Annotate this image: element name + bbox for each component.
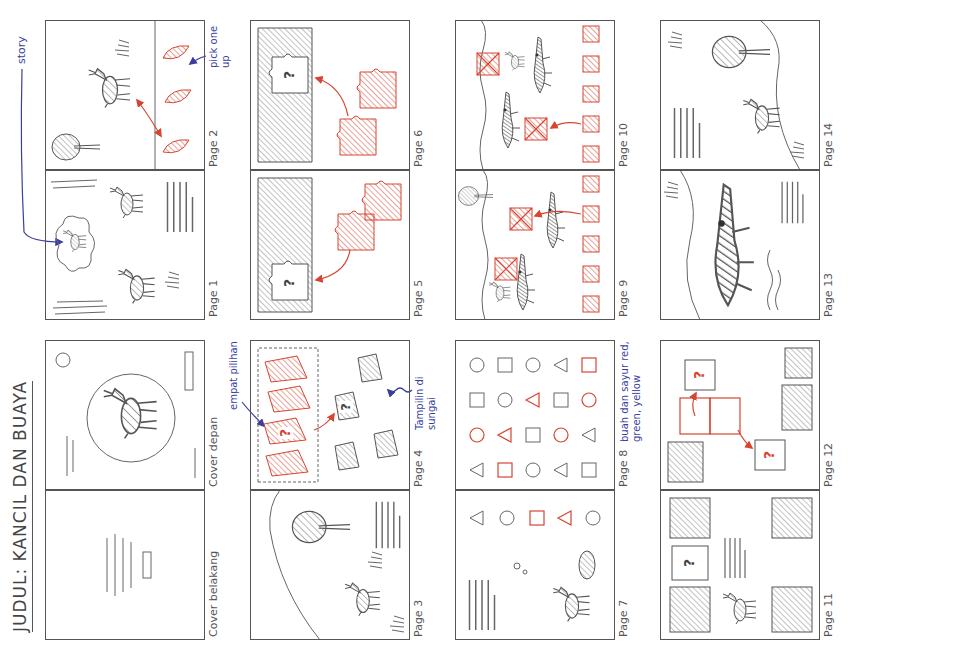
page-sketch: [470, 358, 596, 477]
question-mark: ?: [339, 401, 353, 413]
question-mark: ?: [762, 449, 777, 461]
question-mark: ?: [692, 369, 707, 381]
page-label: Page 9: [617, 280, 630, 317]
annotation-note: empat pilihan: [228, 341, 240, 410]
page-label: Page 12: [822, 443, 835, 487]
page-sketch: [668, 20, 804, 170]
page-panel: Page 13: [660, 170, 820, 320]
page-panel: Cover depan: [45, 340, 205, 490]
page-label: Page 8: [617, 450, 630, 487]
page-sketch: [258, 348, 398, 482]
page-sketch: [670, 498, 812, 632]
page-label: Page 4: [412, 450, 425, 487]
page-panel: Page 5: [250, 170, 410, 320]
page-sketch: [470, 511, 601, 630]
question-mark: ?: [682, 557, 697, 569]
page-label: Page 1: [207, 280, 220, 317]
page-panel: Cover belakang: [45, 490, 205, 640]
page-label: Page 10: [617, 123, 630, 167]
page-sketch: [51, 180, 193, 314]
page-sketch: [52, 20, 191, 170]
page-sketch: [477, 20, 599, 170]
page-sketch: [664, 170, 803, 320]
page-sketch: [458, 170, 599, 320]
page-panel: Page 7: [455, 490, 615, 640]
annotation-arrow: [190, 56, 206, 64]
question-mark: ?: [282, 277, 297, 289]
page-label: Cover depan: [207, 417, 220, 487]
page-panel: Page 2: [45, 20, 205, 170]
annotation-note: Tampilin di sungai: [414, 350, 438, 430]
page-panel: Page 10: [455, 20, 615, 170]
cover-back-sketch: [107, 534, 151, 596]
question-mark: ?: [278, 427, 293, 439]
cover-front-sketch: [56, 352, 195, 478]
page-panel: Page 6: [250, 20, 410, 170]
page-panel: Page 12: [660, 340, 820, 490]
storyboard-title: JUDUL: KANCIL DAN BUAYA: [10, 381, 33, 632]
page-label: Page 11: [822, 593, 835, 637]
page-panel: Page 9: [455, 170, 615, 320]
page-label: Page 5: [412, 280, 425, 317]
page-label: Cover belakang: [207, 551, 220, 637]
page-sketch: [258, 178, 401, 312]
page-label: Page 7: [617, 600, 630, 637]
page-label: Page 2: [207, 130, 220, 167]
page-panel: Page 3: [250, 490, 410, 640]
page-sketch: [270, 490, 404, 640]
page-label: Page 3: [412, 600, 425, 637]
annotation-note: pick one up: [208, 24, 232, 68]
annotation-note: buah dan sayur red, green, yellow: [619, 330, 643, 442]
annotation-arrow: [242, 402, 264, 426]
page-sketch: [258, 28, 396, 162]
page-panel: Page 8: [455, 340, 615, 490]
page-label: Page 6: [412, 130, 425, 167]
page-label: Page 13: [822, 273, 835, 317]
page-label: Page 14: [822, 123, 835, 167]
page-panel: Page 14: [660, 20, 820, 170]
annotation-note: story: [15, 36, 28, 64]
question-mark: ?: [282, 69, 297, 81]
page-panel: Page 1: [45, 170, 205, 320]
page-panel: Page 4: [250, 340, 410, 490]
annotation-arrow: [388, 388, 412, 392]
page-sketch: [668, 348, 812, 482]
